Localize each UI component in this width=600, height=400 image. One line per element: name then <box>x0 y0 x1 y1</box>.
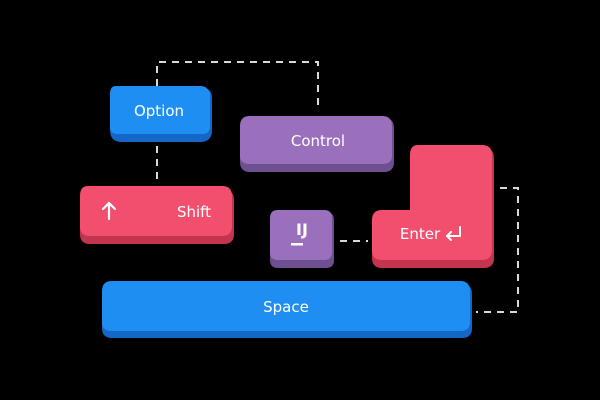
space-key[interactable]: Space <box>102 281 472 338</box>
option-key-label: Option <box>134 102 184 120</box>
option-key[interactable]: Option <box>110 86 212 142</box>
connector-enter-space <box>476 187 519 313</box>
up-arrow-icon <box>101 201 117 221</box>
intellij-logo-icon: IJ <box>291 220 308 246</box>
shift-key[interactable]: Shift <box>80 186 234 244</box>
connector-option-control <box>156 61 319 108</box>
control-key-label: Control <box>291 132 345 150</box>
ij-key-label: IJ <box>296 220 308 239</box>
connectors <box>156 61 519 313</box>
shift-key-label: Shift <box>177 203 211 221</box>
space-key-label: Space <box>263 298 309 316</box>
return-arrow-icon <box>446 226 461 241</box>
control-key[interactable]: Control <box>240 116 394 172</box>
ij-key[interactable]: IJ <box>270 210 334 268</box>
enter-key[interactable]: Enter <box>372 145 494 268</box>
enter-key-label: Enter <box>400 225 441 243</box>
